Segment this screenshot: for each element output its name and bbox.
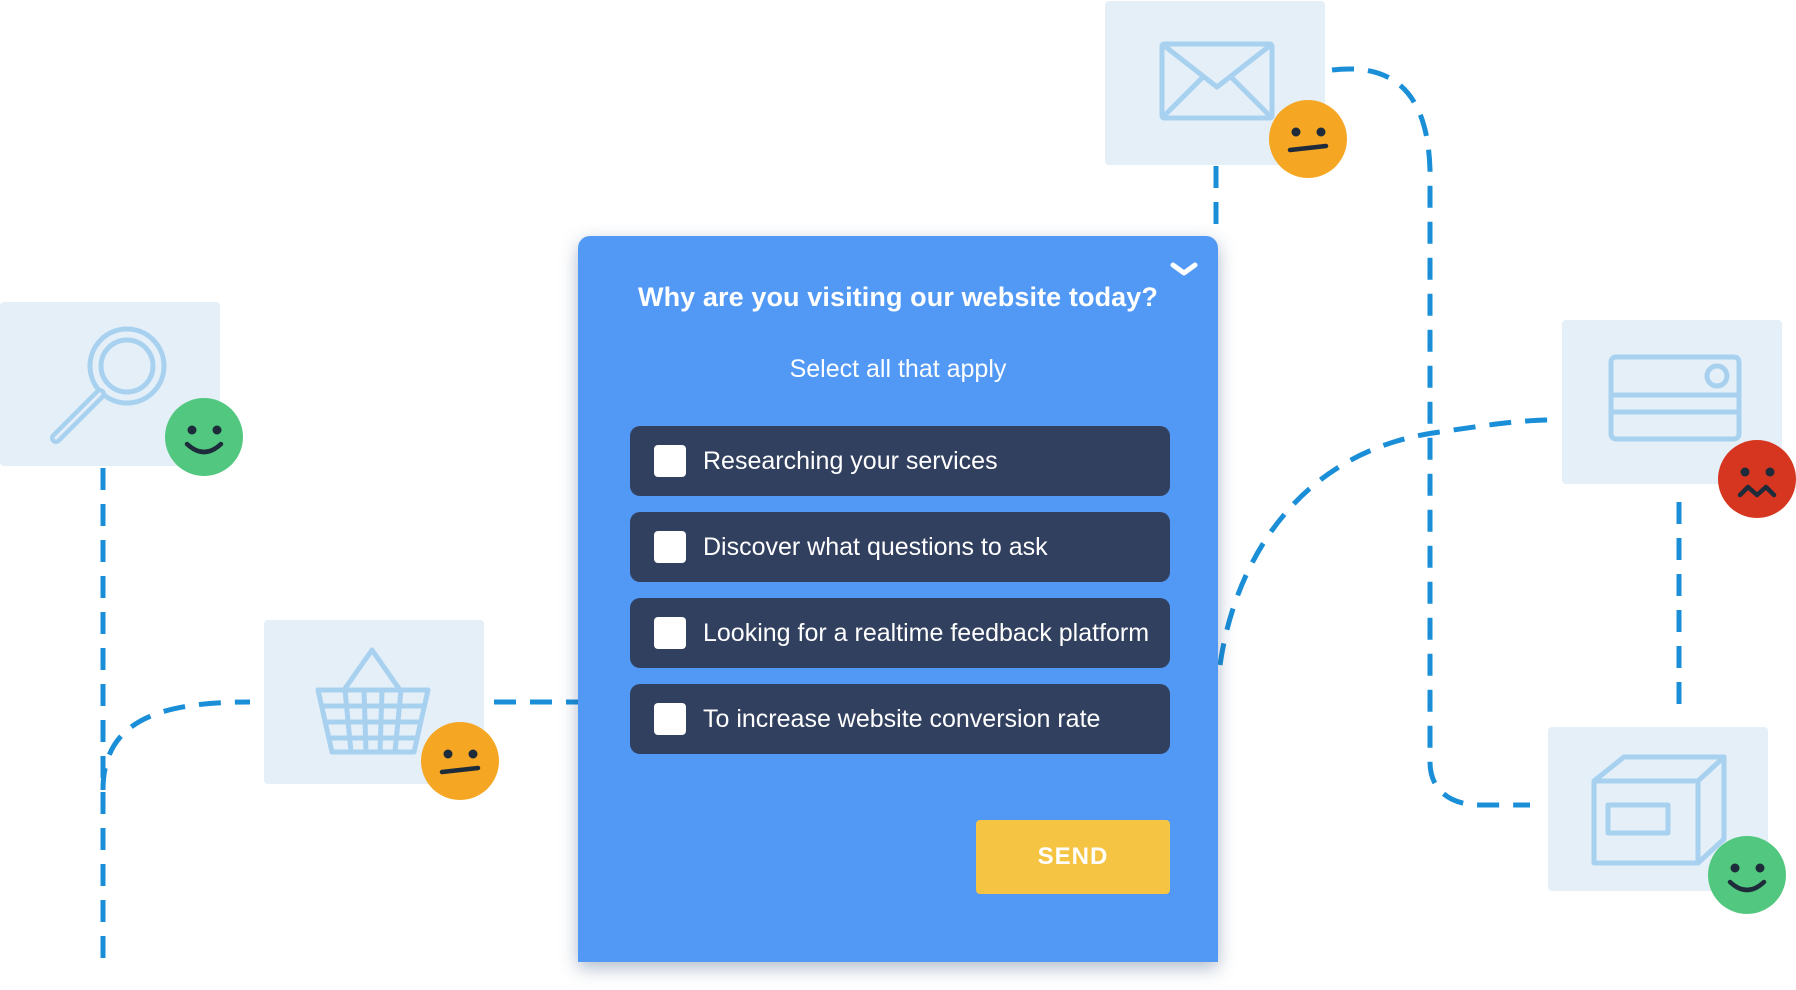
survey-subtitle: Select all that apply	[789, 355, 1007, 383]
search-card	[0, 302, 220, 466]
survey-title: Why are you visiting our website today?	[638, 282, 1158, 312]
option-checkbox[interactable]	[654, 531, 686, 563]
chevron-down-icon[interactable]	[1168, 256, 1200, 284]
option-checkbox[interactable]	[654, 617, 686, 649]
option-researching-services[interactable]: Researching your services	[630, 426, 1170, 496]
option-checkbox[interactable]	[654, 703, 686, 735]
unhappy-face-icon	[1718, 440, 1796, 518]
connector-basket-curve	[100, 699, 251, 791]
option-discover-questions[interactable]: Discover what questions to ask	[630, 512, 1170, 582]
option-feedback-platform[interactable]: Looking for a realtime feedback platform	[630, 598, 1170, 668]
option-label: Looking for a realtime feedback platform	[703, 618, 1150, 647]
happy-face-icon	[165, 398, 243, 476]
connector-envelope-box	[1331, 66, 1530, 808]
survey-options: Researching your services Discover what …	[630, 426, 1170, 770]
option-label: Discover what questions to ask	[703, 532, 1048, 561]
package-box-icon	[1591, 754, 1727, 866]
envelope-icon	[1159, 41, 1275, 121]
search-icon	[50, 326, 167, 444]
send-button[interactable]: SEND	[976, 820, 1170, 894]
neutral-face-icon	[421, 722, 499, 800]
basket-icon	[315, 647, 431, 755]
connector-widget-card	[1217, 417, 1553, 666]
option-conversion-rate[interactable]: To increase website conversion rate	[630, 684, 1170, 754]
option-label: Researching your services	[703, 446, 998, 475]
credit-card-icon	[1608, 354, 1742, 442]
neutral-face-icon	[1269, 100, 1347, 178]
survey-widget: Why are you visiting our website today? …	[578, 236, 1218, 962]
happy-face-icon	[1708, 836, 1786, 914]
option-label: To increase website conversion rate	[703, 704, 1101, 733]
option-checkbox[interactable]	[654, 445, 686, 477]
